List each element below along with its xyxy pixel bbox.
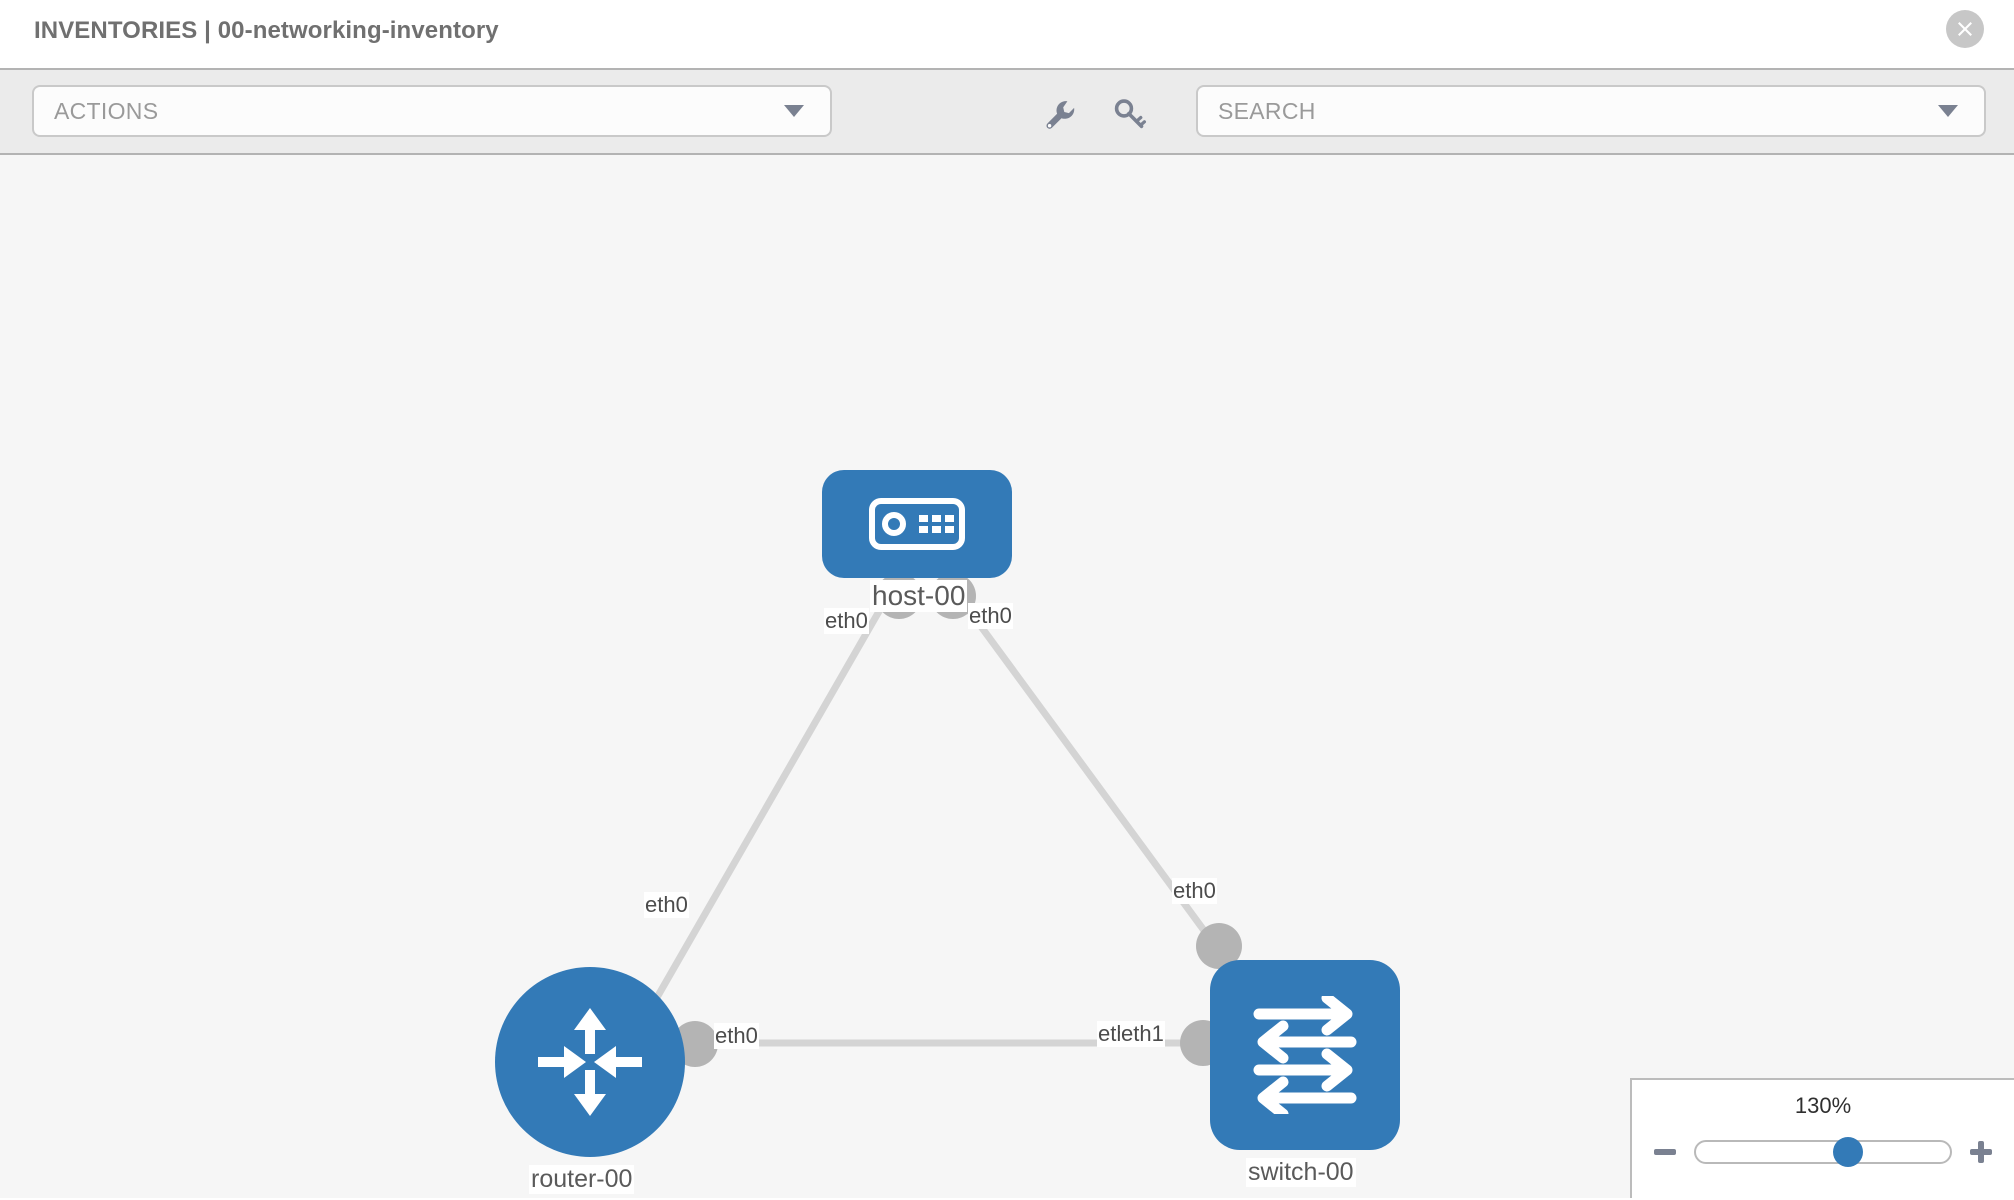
switch-node-shape[interactable]: [1210, 960, 1400, 1150]
link-label-router-side-eth0: eth0: [714, 1023, 759, 1049]
key-icon[interactable]: [1110, 95, 1148, 133]
toolbar: ACTIONS SEARCH: [0, 68, 2014, 155]
router-node-shape[interactable]: [495, 967, 685, 1157]
zoom-slider-row: [1632, 1130, 2014, 1174]
minus-icon[interactable]: [1652, 1139, 1678, 1165]
actions-dropdown[interactable]: ACTIONS: [32, 85, 832, 137]
topology-links: [636, 583, 1226, 1047]
router-arrows-icon: [538, 1008, 642, 1116]
node-label-host-00: host-00: [870, 580, 968, 612]
zoom-slider[interactable]: [1694, 1137, 1952, 1167]
breadcrumb: INVENTORIES | 00-networking-inventory: [34, 17, 499, 44]
chevron-down-icon: [784, 105, 804, 117]
node-label-switch-00: switch-00: [1246, 1158, 1356, 1187]
link-label-switch-up-eth0: eth0: [1172, 878, 1217, 904]
zoom-slider-thumb[interactable]: [1833, 1137, 1864, 1167]
wrench-icon[interactable]: [1040, 95, 1078, 133]
node-label-router-00: router-00: [529, 1165, 635, 1194]
link-host-router: [636, 583, 897, 1031]
link-label-host-left-eth0: eth0: [824, 608, 869, 634]
chevron-down-icon: [1938, 105, 1958, 117]
host-node-shape[interactable]: [822, 470, 1012, 578]
close-icon[interactable]: [1946, 10, 1984, 48]
search-input[interactable]: SEARCH: [1218, 97, 1316, 124]
toolbar-icon-group: [1040, 70, 1148, 157]
link-label-switch-side-eth1: eth1: [1120, 1021, 1165, 1047]
switch-arrows-icon: [1253, 996, 1357, 1114]
link-label-router-up-eth0: eth0: [644, 892, 689, 918]
plus-icon[interactable]: [1968, 1139, 1994, 1165]
zoom-control-panel: 130%: [1630, 1078, 2014, 1198]
link-label-host-right-eth0: eth0: [968, 603, 1013, 629]
server-device-icon: [869, 498, 965, 550]
search-dropdown[interactable]: SEARCH: [1196, 85, 1986, 137]
actions-dropdown-label: ACTIONS: [54, 97, 159, 124]
app-header: INVENTORIES | 00-networking-inventory: [0, 0, 2014, 68]
topology-canvas[interactable]: host-00 router-00: [0, 155, 2014, 1198]
zoom-level-label: 130%: [1794, 1093, 1852, 1118]
